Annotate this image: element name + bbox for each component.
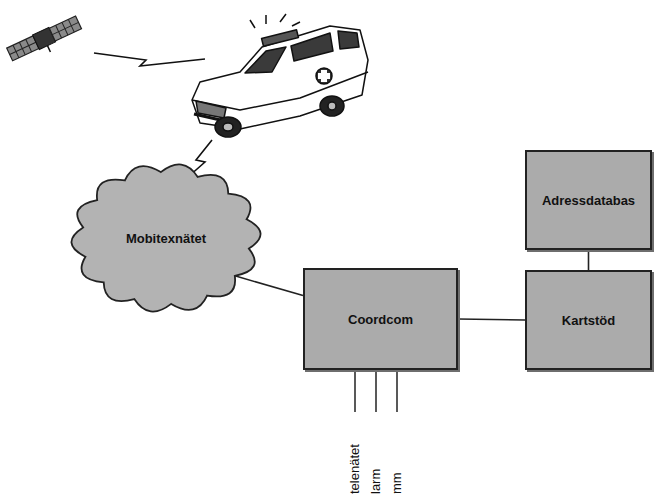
satellite <box>52 22 78 34</box>
node-label: Mobitexnätet <box>126 231 206 246</box>
ambulance <box>192 14 368 137</box>
connector-line <box>458 319 525 320</box>
ambulance <box>223 123 233 131</box>
node-label: Kartstöd <box>562 313 615 328</box>
system-box: Coordcom <box>303 268 458 370</box>
line-label: larm <box>369 469 383 494</box>
satellite <box>49 16 81 41</box>
ambulance <box>328 102 336 110</box>
external-wires <box>354 372 356 412</box>
satellite <box>10 42 36 54</box>
ambulance <box>318 70 330 82</box>
satellite <box>47 46 50 52</box>
ambulance <box>192 26 368 129</box>
cloud-outline <box>71 164 260 311</box>
ambulance <box>262 30 299 46</box>
ambulance <box>316 68 332 84</box>
database-box: Adressdatabas <box>525 150 652 250</box>
line-label: telenätet <box>348 444 362 494</box>
line-label: mm <box>390 472 404 494</box>
connector-line <box>235 276 303 296</box>
radio-link <box>94 53 205 66</box>
satellite <box>6 15 85 68</box>
ambulance <box>250 14 300 28</box>
ambulance <box>245 47 286 73</box>
satellite <box>7 36 39 61</box>
ambulance <box>320 96 344 116</box>
ambulance <box>338 31 359 49</box>
external-wires <box>375 372 377 412</box>
node-label: Adressdatabas <box>542 193 635 208</box>
network-cloud: Mobitexnätet <box>75 165 257 312</box>
ambulance <box>215 117 241 137</box>
map-box: Kartstöd <box>525 270 652 370</box>
external-wires <box>355 372 397 412</box>
external-wires <box>396 372 398 412</box>
connector-line <box>588 250 590 270</box>
node-label: Coordcom <box>348 312 413 327</box>
